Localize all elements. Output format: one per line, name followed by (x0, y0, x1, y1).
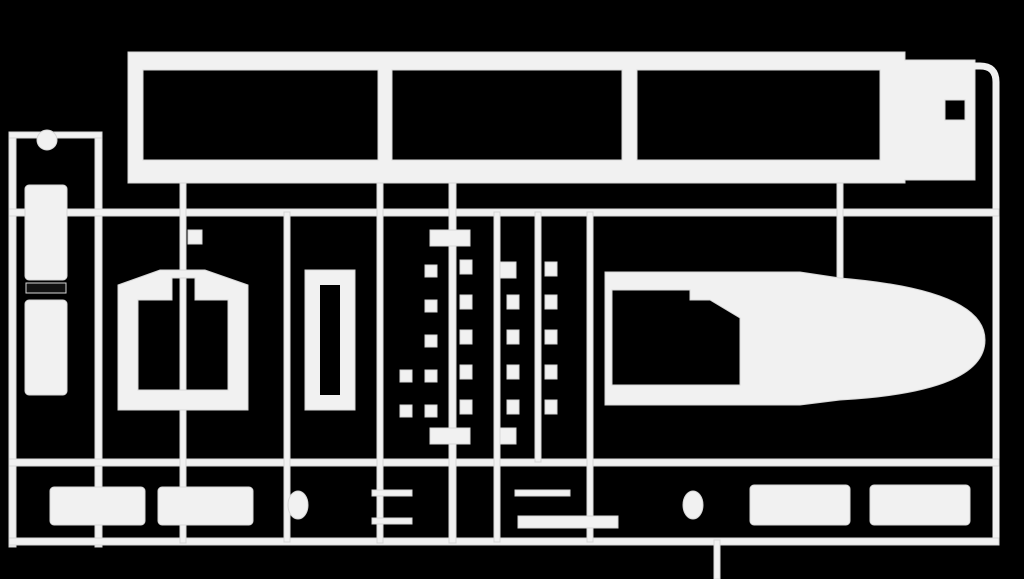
vertical-runner (376, 182, 384, 544)
horizontal-runner-lower (8, 458, 1000, 467)
ring-part (287, 490, 309, 520)
top-frame-part (127, 51, 976, 184)
cylinder-part (24, 184, 68, 281)
left-runner (8, 134, 17, 548)
vertical-runner (448, 182, 457, 544)
attachment-ring (36, 129, 58, 151)
deck-part (604, 271, 986, 406)
small-tab (371, 489, 413, 497)
left-inner-runner (94, 134, 103, 548)
ring-part (682, 490, 704, 520)
bar-part (517, 515, 619, 529)
cylinder-part (749, 484, 851, 526)
vertical-runner (493, 211, 501, 543)
small-parts-group (399, 229, 558, 445)
small-tab (187, 229, 203, 245)
small-tab (371, 517, 413, 525)
small-tab (514, 489, 571, 497)
cylinder-part (157, 486, 254, 526)
vertical-runner (283, 211, 291, 543)
horizontal-runner-upper (8, 208, 1000, 217)
vertical-runner (586, 211, 594, 543)
vertical-runner (179, 182, 187, 544)
horizontal-runner-bottom (8, 537, 1000, 546)
ladder-gap (320, 285, 340, 395)
vertical-runner (534, 211, 542, 463)
right-runner (920, 62, 1000, 545)
hull-section-part (117, 269, 249, 411)
cylinder-part (24, 299, 68, 396)
cylinder-part (869, 484, 971, 526)
vertical-runner (836, 182, 844, 279)
cylinder-part (49, 486, 146, 526)
vertical-runner (713, 539, 721, 579)
cylinder-part (25, 282, 67, 294)
